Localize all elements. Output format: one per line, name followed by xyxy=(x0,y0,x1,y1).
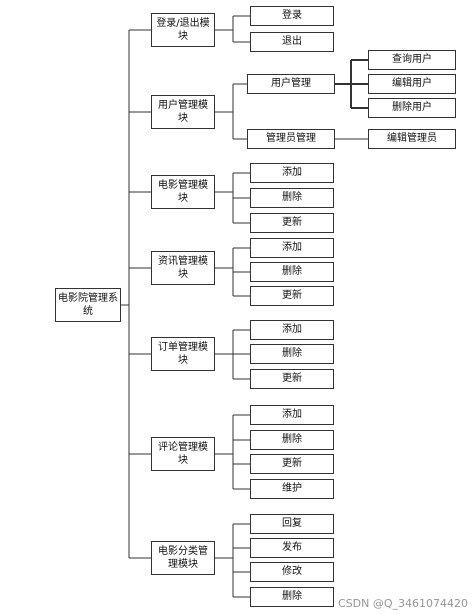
module-node-order: 订单管理模块 xyxy=(151,337,215,371)
leaf-node: 回复 xyxy=(250,514,334,534)
watermark: CSDN @Q_3461074420 xyxy=(337,597,468,610)
leaf-node: 删除 xyxy=(250,188,334,208)
leaf-node: 更新 xyxy=(250,286,334,306)
root-node: 电影院管理系统 xyxy=(55,288,121,322)
leaf-node: 删除 xyxy=(250,587,334,607)
leaf-node: 添加 xyxy=(250,405,334,425)
leaf-node: 编辑用户 xyxy=(368,74,456,94)
module-node-comment: 评论管理模块 xyxy=(151,437,215,471)
leaf-node: 更新 xyxy=(250,213,334,233)
leaf-node: 维护 xyxy=(250,479,334,499)
leaf-node: 删除用户 xyxy=(368,98,456,118)
leaf-node: 删除 xyxy=(250,430,334,450)
leaf-node: 查询用户 xyxy=(368,50,456,70)
module-node-user: 用户管理模块 xyxy=(151,95,215,129)
leaf-node: 添加 xyxy=(250,320,334,340)
leaf-node: 编辑管理员 xyxy=(368,129,456,149)
submodule-node-user: 用户管理 xyxy=(247,74,335,94)
module-node-movie-category: 电影分类管理模块 xyxy=(151,541,215,575)
leaf-node: 退出 xyxy=(250,32,334,52)
leaf-node: 删除 xyxy=(250,262,334,282)
leaf-node: 登录 xyxy=(250,6,334,26)
leaf-node: 更新 xyxy=(250,369,334,389)
leaf-node: 删除 xyxy=(250,344,334,364)
submodule-node-admin: 管理员管理 xyxy=(247,129,335,149)
module-node-news: 资讯管理模块 xyxy=(151,251,215,285)
leaf-node: 添加 xyxy=(250,163,334,183)
leaf-node: 更新 xyxy=(250,454,334,474)
leaf-node: 修改 xyxy=(250,562,334,582)
leaf-node: 发布 xyxy=(250,538,334,558)
module-node-login-logout: 登录/退出模块 xyxy=(151,13,215,47)
leaf-node: 添加 xyxy=(250,238,334,258)
module-node-movie: 电影管理模块 xyxy=(151,175,215,209)
